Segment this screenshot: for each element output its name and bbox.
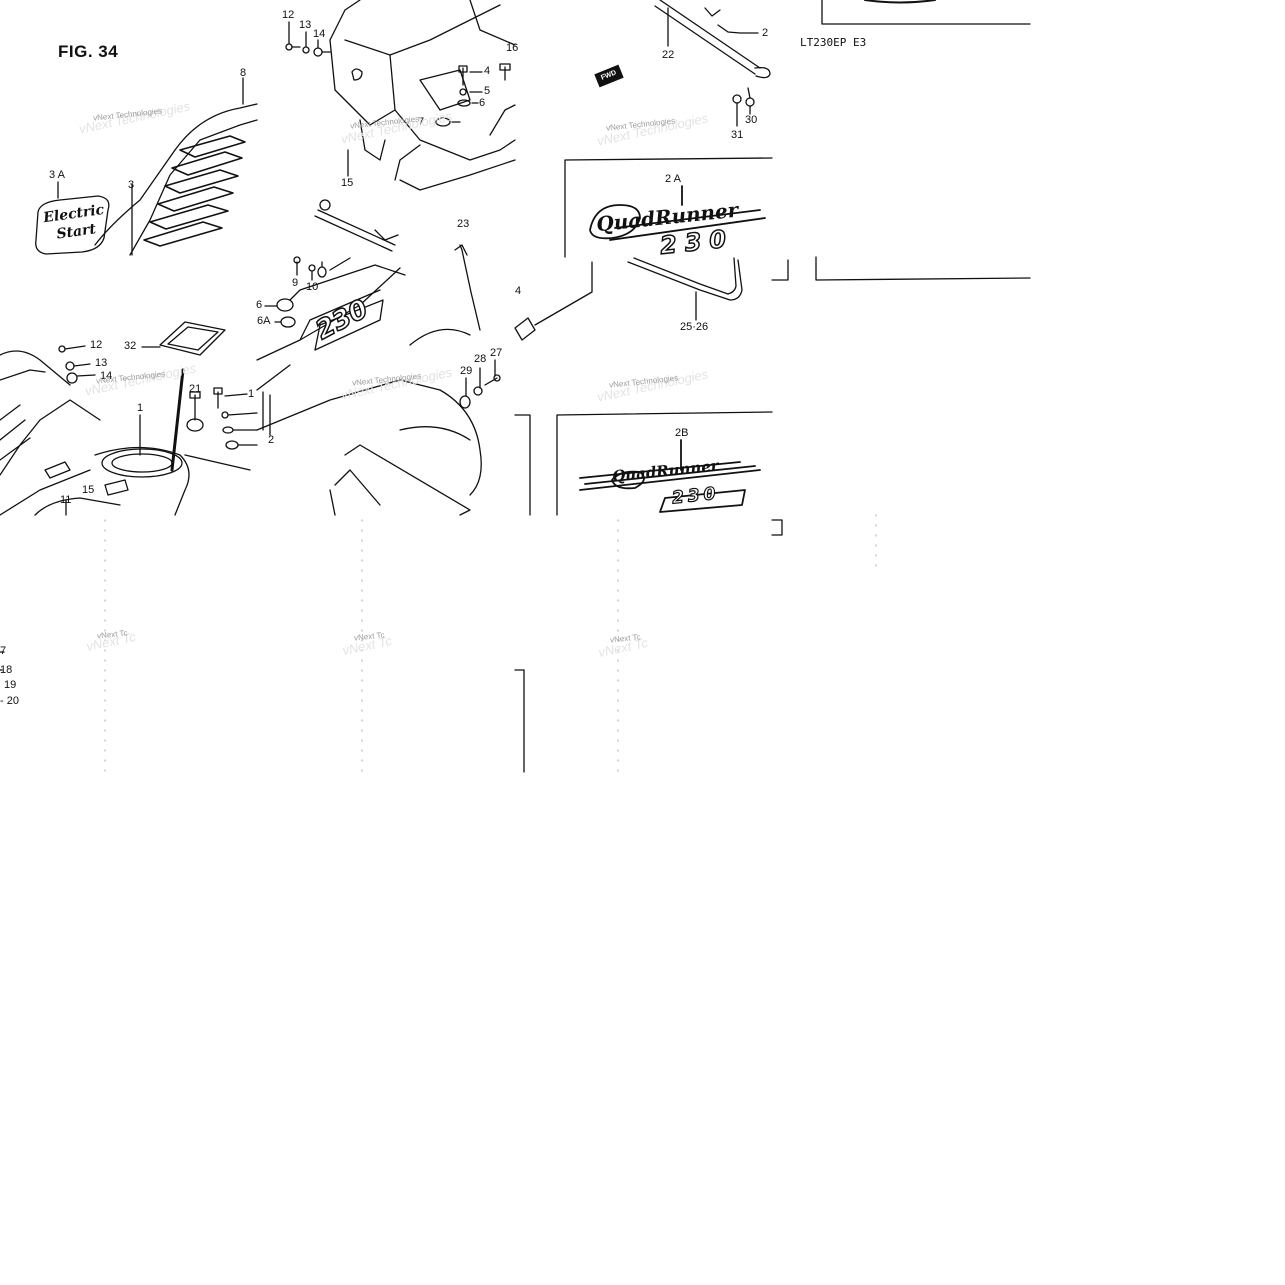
bolts-9-10-6-6a [264,256,351,328]
emblem-box-2b [556,411,773,516]
fender-vent-slats [143,135,246,247]
callout-15-mid: 15 [82,484,95,496]
rear-fender-top [329,0,516,191]
model-box-top [821,0,1031,25]
callout-25-26: 25·26 [680,321,709,333]
front-fender-top [94,77,258,256]
callout-4: 4 [484,65,491,77]
callout-31: 31 [731,129,744,141]
quadrunner-emblem-2a [589,185,766,241]
callout-14-mid: 14 [100,370,113,382]
callout-23: 23 [457,218,470,230]
box-corner-right [771,259,789,281]
electric-start-emblem [35,195,110,255]
callout-2-top: 2 [762,27,769,39]
side-cover-230 [256,244,482,516]
callout-13-mid: 13 [95,357,108,369]
callout-3: 3 [128,179,135,191]
model-code: LT230EP E3 [800,36,867,49]
callout-5: 5 [484,85,491,97]
callout-6-top: 6 [479,97,486,109]
callout-9: 9 [292,277,299,289]
fender-stay-rod [654,0,771,127]
leaders-17-20 [0,651,5,671]
fwd-label: FWD [600,69,618,82]
callout-10: 10 [306,281,319,293]
frame-right-row3 [514,669,525,773]
callout-24: 4 [515,285,522,297]
emblem-box-2a [564,157,773,258]
callout-19: 19 [4,679,17,691]
bolts-4-5-6-7 [435,63,511,127]
callout-15-top: 15 [341,177,354,189]
callout-8: 8 [240,67,247,79]
callout-22: 22 [662,49,675,61]
callout-2a: 2 A [665,173,681,185]
bolt-12-13-14 [285,21,331,57]
fasteners-12-13-14-21 [58,345,258,450]
callout-17: 7 [0,645,7,657]
callout-32: 32 [124,340,137,352]
quadrunner-emblem-2b [579,439,761,513]
callout-14-top: 14 [313,28,326,40]
model-box-bottom [815,256,1031,281]
frame-corner [771,519,783,536]
callout-18: 18 [0,664,13,676]
callout-28: 28 [474,353,487,365]
box-left-2b [514,414,531,516]
callout-1-right: 1 [248,388,255,400]
callout-13-top: 13 [299,19,312,31]
callout-11: 11 [60,494,72,506]
emblem-fragment [864,0,936,4]
callout-16: 16 [506,42,519,54]
callout-2-mid: 2 [268,434,275,446]
gas-cap-32 [141,321,226,472]
callout-29: 29 [460,365,473,377]
callout-7: 7 [418,116,425,128]
callout-20: - 20 [0,695,19,707]
bolts-27-28-29 [459,359,501,409]
part-24 [514,261,593,341]
rod-top-tile6 [314,199,399,252]
callout-3a: 3 A [49,169,65,181]
callout-2b: 2B [675,427,689,439]
callout-6-mid: 6 [256,299,263,311]
fender-main-1 [0,350,251,516]
callout-1: 1 [137,402,144,414]
figure-title: FIG. 34 [58,42,119,61]
callout-27: 27 [490,347,503,359]
trim-strip-25-26 [627,257,743,321]
faint-dotted-lines [104,514,877,773]
callout-6a: 6A [257,315,271,327]
callout-21: 21 [189,383,202,395]
callout-30: 30 [745,114,758,126]
callout-12-mid: 12 [90,339,103,351]
callout-12-top: 12 [282,9,295,21]
